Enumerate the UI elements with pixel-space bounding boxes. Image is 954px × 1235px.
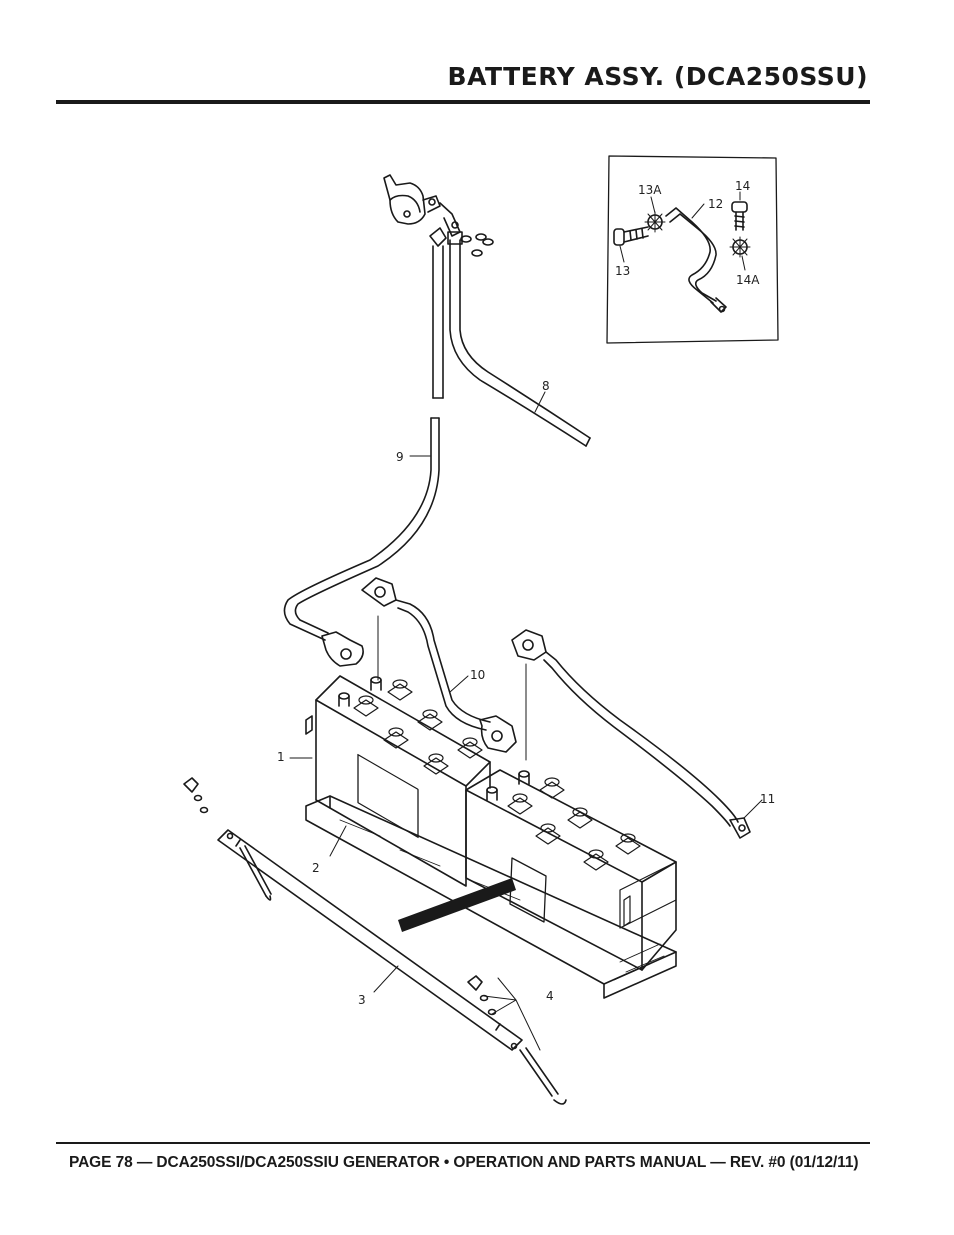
callout-14a: 14A [736,273,760,287]
lock-washer-14a [729,236,751,258]
callout-3: 3 [358,993,366,1007]
callout-14: 14 [735,179,750,193]
bolt-14 [731,201,748,231]
disconnect-switch [383,174,494,257]
page-footer: PAGE 78 — DCA250SSI/DCA250SSIU GENERATOR… [69,1154,859,1171]
pointer-arrow [398,878,516,932]
cable-8 [447,231,591,447]
callout-10: 10 [470,668,485,682]
hardware-left [183,777,209,814]
header-rule [56,100,870,104]
footer-rule [56,1142,870,1144]
j-bolt-left [239,845,272,901]
cable-11 [511,629,751,839]
inset-detail-box [606,155,779,344]
callout-2: 2 [312,861,320,875]
callout-11: 11 [760,792,775,806]
hardware-right [467,975,497,1016]
callout-13: 13 [615,264,630,278]
cable-9 [283,227,447,641]
callout-4: 4 [546,989,554,1003]
callout-1: 1 [277,750,285,764]
terminal-clamp-negative [321,631,364,667]
cable-10 [361,577,517,753]
bolt-13 [613,226,649,246]
j-bolt-right [519,1047,567,1105]
hold-down-bracket [217,829,523,1051]
callout-9: 9 [396,450,404,464]
callout-8: 8 [542,379,550,393]
page-title: BATTERY ASSY. (DCA250SSU) [447,62,868,91]
lock-washer-13a [644,211,666,233]
cable-12 [665,207,727,313]
battery-left [305,675,491,887]
battery-right [465,769,677,971]
callout-12: 12 [708,197,723,211]
callout-13a: 13A [638,183,662,197]
wooden-base [305,795,677,999]
leader-lines [289,391,763,1051]
